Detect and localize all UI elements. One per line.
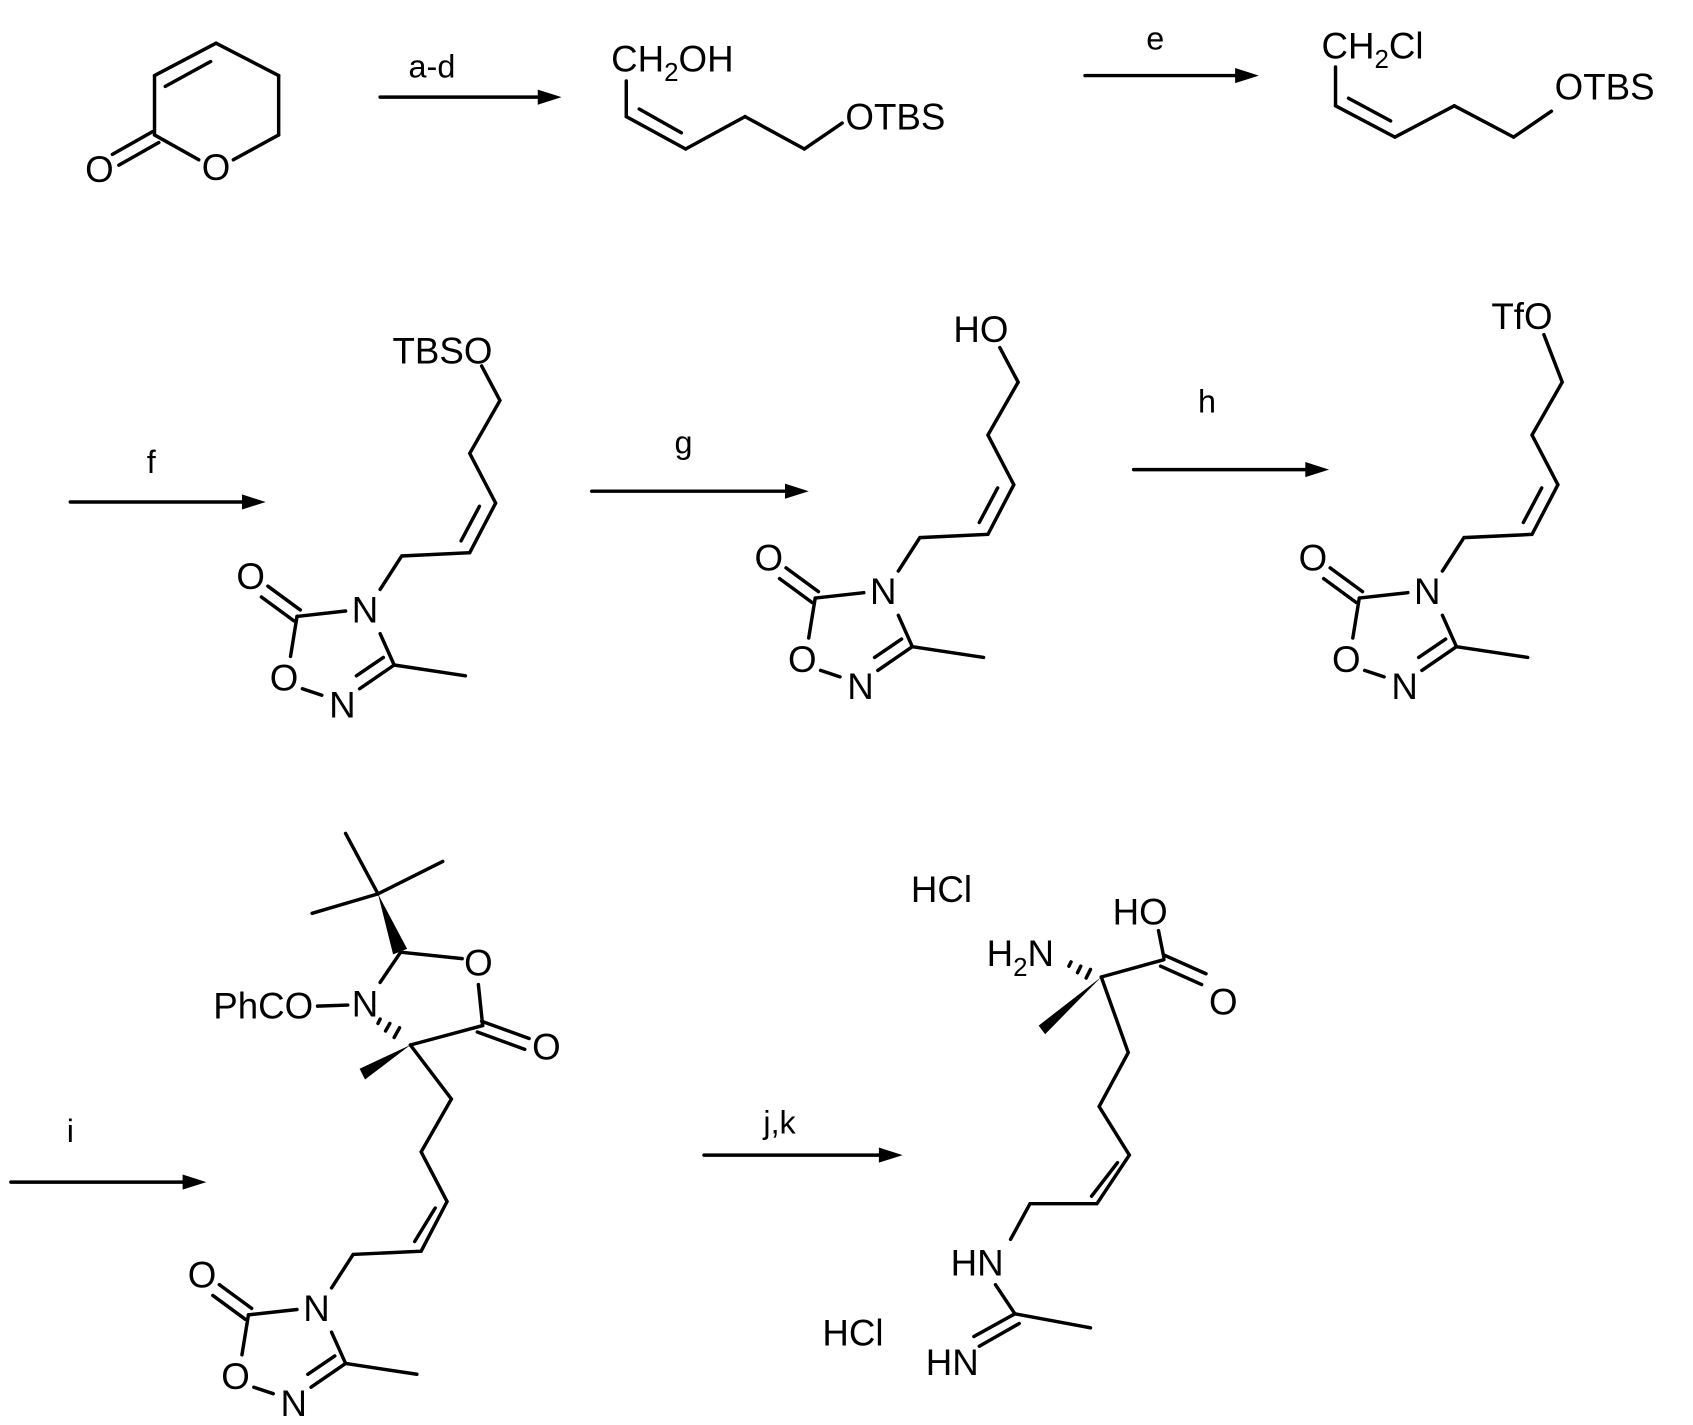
reaction-arrow-i: i [11, 1113, 206, 1190]
compound-6-triflate: TfO N O O N [1299, 296, 1563, 707]
ring-oxygen-label: O [202, 147, 231, 188]
ring-oxygen-label: O [221, 1356, 250, 1397]
stereo-wedge [378, 894, 407, 954]
stereo-hash-bond [1069, 962, 1091, 978]
ring-n1-label: N [352, 589, 379, 630]
reagent-label-j-k: j,k [762, 1105, 796, 1141]
stereo-hash-bond [378, 1019, 400, 1037]
amidine-nh-label: HN [951, 1243, 1004, 1284]
reaction-arrow-e: e [1085, 21, 1259, 83]
hcl-salt-label-top: HCl [911, 869, 972, 910]
exo-oxygen-label: O [754, 538, 783, 579]
methyl-wedge [1039, 977, 1102, 1034]
reagent-label-a-d: a-d [409, 49, 456, 85]
phco-label: PhCO [213, 986, 313, 1027]
methyl-wedge [360, 1045, 411, 1080]
otbs-label: OTBS [845, 97, 945, 138]
oxadiazolone-ring: N O O N [188, 1254, 417, 1423]
reaction-arrow-j-k: j,k [704, 1105, 903, 1163]
ring-n2-label: N [329, 684, 356, 725]
reaction-arrow-g: g [592, 424, 809, 498]
reaction-arrow-h: h [1134, 383, 1329, 477]
ring-n1-label: N [870, 571, 897, 612]
compound-3-allylic-chloride: CH2Cl OTBS [1321, 25, 1654, 137]
reaction-arrow-f: f [70, 444, 265, 510]
ring-n2-label: N [281, 1383, 308, 1424]
hcl-salt-label-bottom: HCl [822, 1313, 883, 1354]
ring-n1-label: N [1414, 571, 1441, 612]
compound-8-final-product: HCl HO O H2N HN HN HCl [822, 869, 1237, 1383]
tfo-label: TfO [1491, 296, 1552, 337]
ring-oxygen-label: O [270, 657, 299, 698]
reagent-label-h: h [1198, 383, 1216, 419]
ch2oh-label: CH2OH [611, 38, 733, 87]
reagent-label-e: e [1146, 21, 1164, 57]
oxazolidinone-n-label: N [352, 983, 379, 1024]
tbso-label: TBSO [393, 330, 493, 371]
reagent-label-g: g [674, 424, 692, 460]
compound-4-tbs-ether: TBSO N O O N [236, 330, 500, 725]
exo-oxygen-label: O [1299, 538, 1328, 579]
oxazolidinone-o-exo-label: O [532, 1027, 561, 1068]
carbonyl-oxygen-label: O [85, 149, 114, 190]
ho-label: HO [953, 309, 1008, 350]
reagent-label-f: f [147, 444, 157, 480]
compound-2-allylic-alcohol: CH2OH OTBS [611, 38, 945, 149]
exo-oxygen-label: O [236, 556, 265, 597]
compound-5-alcohol: HO N O O N [754, 309, 1018, 707]
oxazolidinone-o-ring-label: O [464, 942, 493, 983]
reagent-label-i: i [67, 1113, 74, 1149]
carbonyl-o-label: O [1209, 981, 1238, 1022]
amidine-imine-label: HN [926, 1342, 979, 1383]
ring-n2-label: N [1391, 666, 1418, 707]
ring-n2-label: N [847, 666, 873, 707]
ring-oxygen-label: O [788, 639, 817, 680]
reaction-arrow-a-d: a-d [380, 49, 561, 105]
carboxylic-oh-label: HO [1113, 892, 1168, 933]
compound-1-dihydropyranone: O O [85, 43, 278, 190]
exo-oxygen-label: O [188, 1254, 217, 1295]
ring-oxygen-label: O [1332, 639, 1361, 680]
ring-n1-label: N [303, 1288, 330, 1329]
amine-label: H2N [987, 933, 1054, 982]
otbs-label: OTBS [1555, 66, 1655, 107]
compound-7-oxazolidinone: PhCO N O O N O O N [188, 833, 561, 1424]
